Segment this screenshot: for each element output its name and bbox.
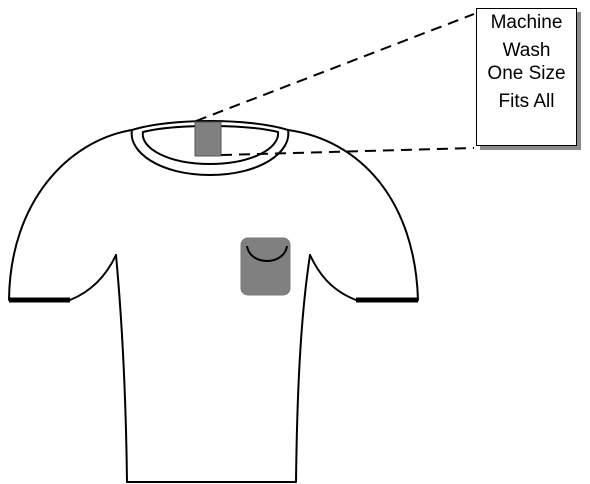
leader-line-top — [196, 14, 474, 121]
label-line-3: One Size — [477, 62, 576, 85]
label-line-4: Fits All — [477, 90, 576, 113]
care-label-callout: Machine Wash One Size Fits All — [476, 8, 577, 146]
label-line-1: Machine — [477, 11, 576, 34]
label-line-2: Wash — [477, 39, 576, 62]
chest-pocket-icon — [241, 238, 290, 295]
care-tag-icon — [195, 122, 221, 156]
